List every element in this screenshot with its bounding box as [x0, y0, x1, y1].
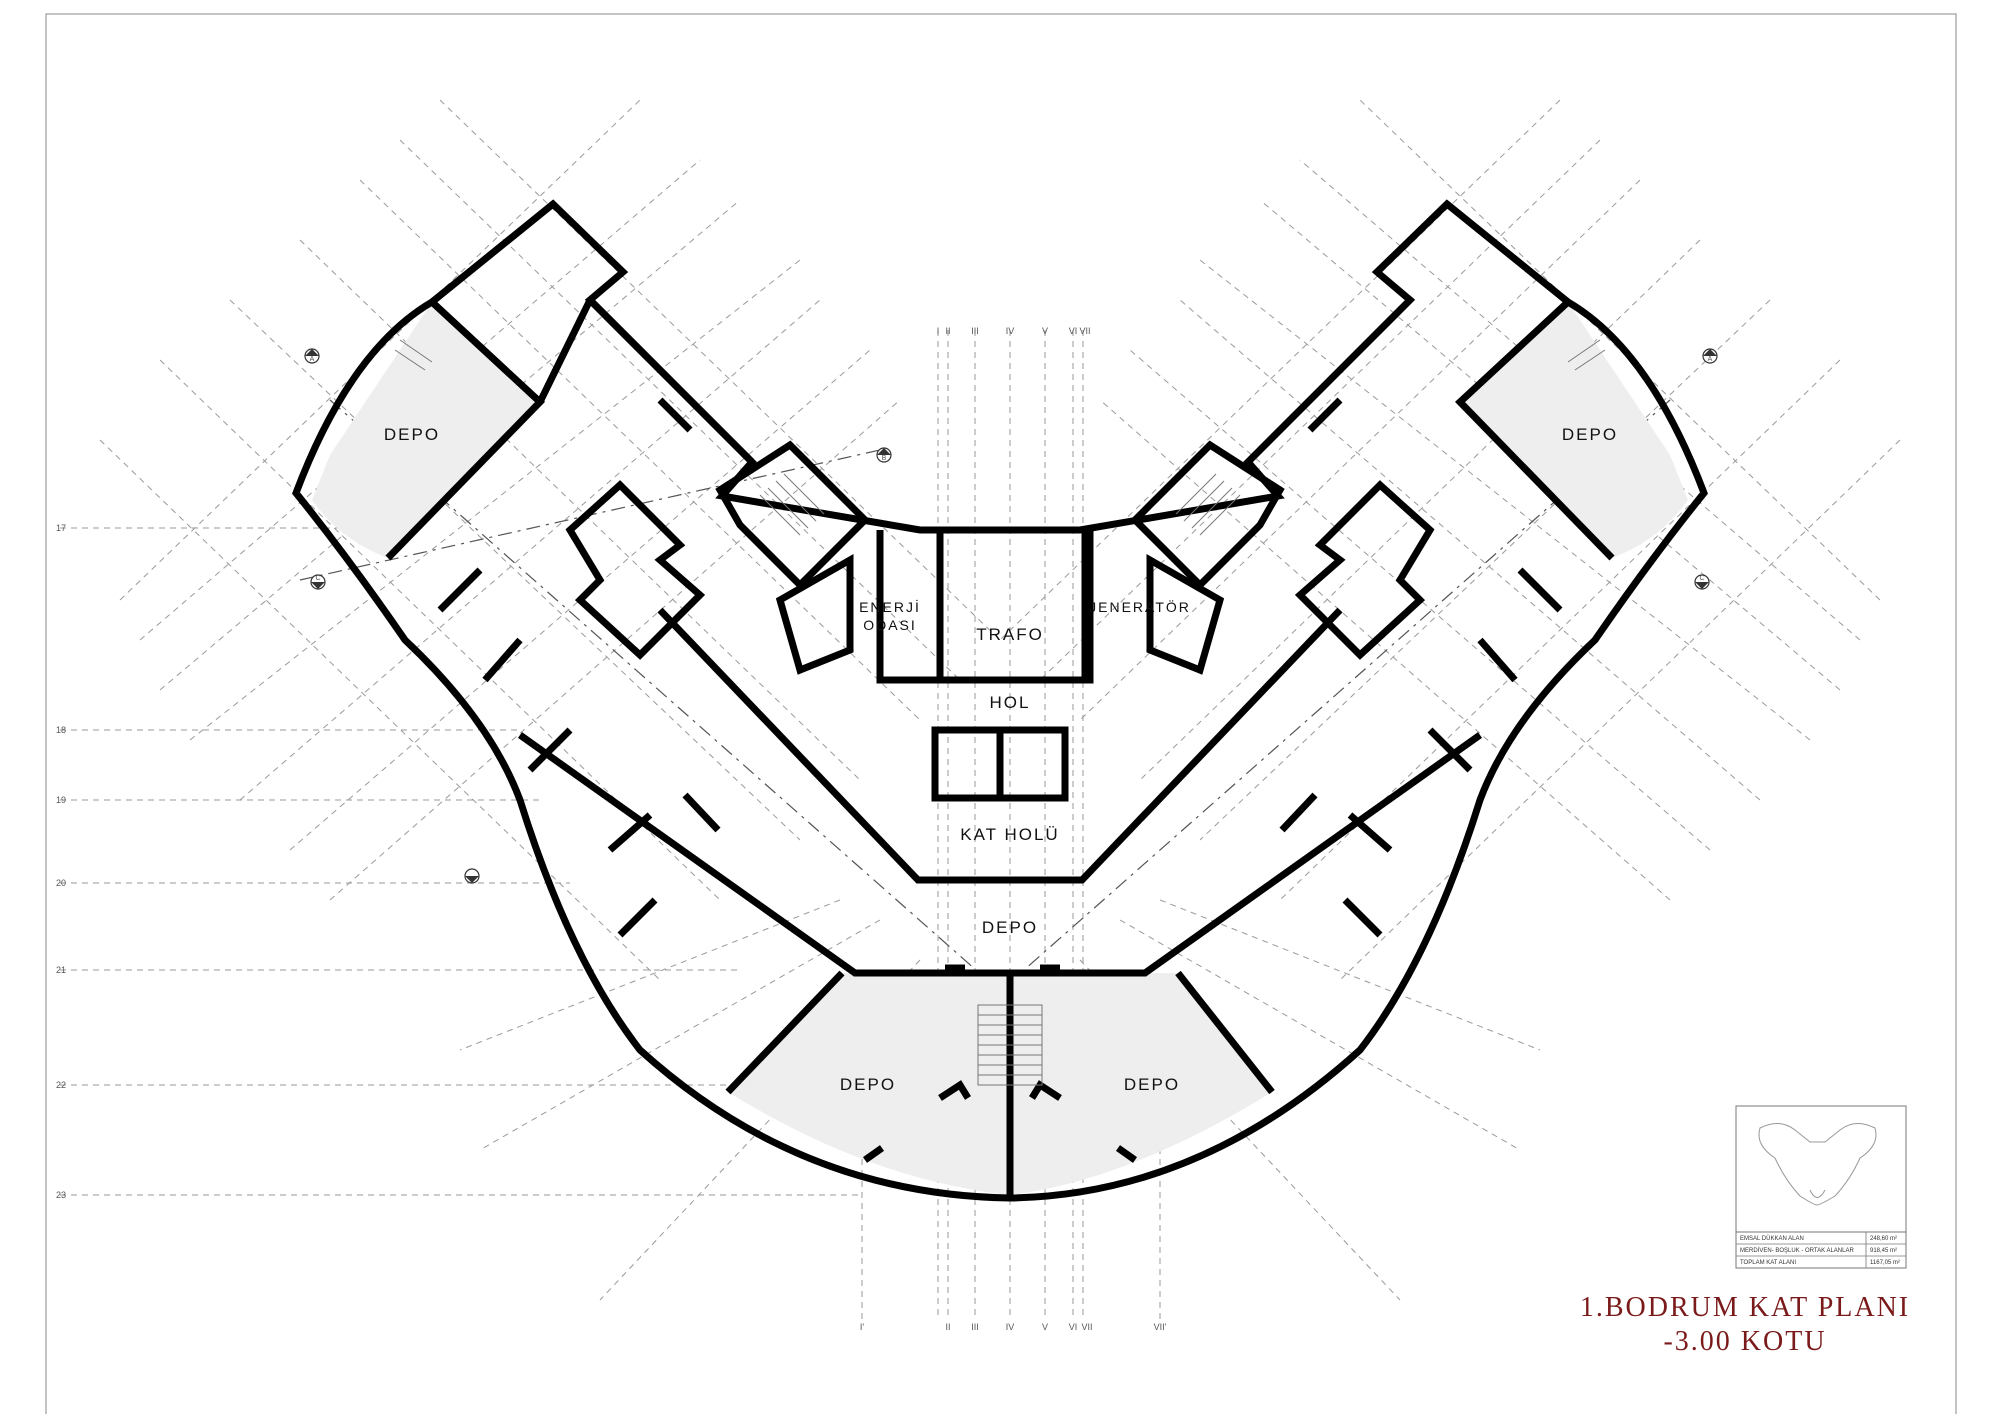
drawing-title-line1: 1.BODRUM KAT PLANI	[1580, 1292, 1910, 1323]
grid-label-bottom: VI	[1069, 1322, 1078, 1332]
room-label-kat-holu: KAT HOLÜ	[960, 825, 1059, 844]
grid-label-bottom: VII	[1081, 1322, 1092, 1332]
grid-label-top: VI	[1069, 326, 1078, 336]
area-row-label: EMSAL DÜKKAN ALAN	[1740, 1235, 1804, 1242]
grid-label-bottom: I'	[860, 1322, 865, 1332]
svg-text:A: A	[1708, 356, 1713, 363]
section-marker: A	[304, 348, 320, 364]
section-marker: C	[310, 574, 326, 590]
area-row-value: 248,60 m²	[1870, 1236, 1897, 1242]
grid-label-bottom: IV	[1006, 1322, 1015, 1332]
grid-label-top: II	[945, 326, 950, 336]
section-markers: A C B A C	[304, 348, 1718, 884]
drawing-title: 1.BODRUM KAT PLANI -3.00 KOTU	[1580, 1292, 1910, 1357]
grid-label-top: I	[937, 326, 940, 336]
area-row-value: 918,45 m²	[1870, 1248, 1897, 1254]
grid-labels-left: 17 18 19 20 21 22 23	[56, 523, 66, 1200]
grid-label-left: 19	[56, 795, 66, 805]
section-marker	[464, 868, 480, 884]
grid-labels-top: I II III IV V VI VII	[937, 326, 1091, 336]
grid-label-left: 20	[56, 878, 66, 888]
area-row-value: 1167,05 m²	[1870, 1260, 1900, 1266]
grid-label-top: VII	[1079, 326, 1090, 336]
area-row-label: MERDİVEN- BOŞLUK - ORTAK ALANLAR	[1740, 1247, 1854, 1254]
room-label-depo-right: DEPO	[1562, 425, 1618, 444]
interior-walls	[437, 297, 1563, 1198]
section-marker: C	[1694, 574, 1710, 590]
grid-label-bottom: VII'	[1154, 1322, 1167, 1332]
grid-label-top: V	[1042, 326, 1048, 336]
area-row-label: TOPLAM KAT ALANI	[1740, 1260, 1796, 1266]
svg-text:A: A	[310, 356, 315, 363]
room-label-trafo: TRAFO	[976, 625, 1044, 644]
shaded-rooms	[312, 302, 1688, 1195]
room-label-enerji-line1: ENERJİ	[859, 598, 921, 615]
svg-text:C: C	[315, 575, 320, 582]
grid-label-left: 18	[56, 725, 66, 735]
room-label-hol: HOL	[990, 693, 1031, 712]
grid-label-bottom: III	[971, 1322, 979, 1332]
grid-label-top: IV	[1006, 326, 1015, 336]
stairs	[394, 339, 1606, 1086]
key-plan-box	[1735, 1105, 1907, 1233]
grid-label-left: 22	[56, 1080, 66, 1090]
section-marker: B	[876, 447, 892, 463]
grid-label-bottom: V	[1042, 1322, 1048, 1332]
svg-text:C: C	[1699, 575, 1704, 582]
grid-label-top: III	[971, 326, 979, 336]
grid-labels-bottom: I' II III IV V VI VII VII'	[860, 1322, 1167, 1332]
section-axis-lines	[299, 399, 1671, 1001]
room-label-depo-center: DEPO	[982, 918, 1038, 937]
area-table: EMSAL DÜKKAN ALAN 248,60 m² MERDİVEN- BO…	[1735, 1231, 1907, 1269]
svg-text:B: B	[882, 455, 887, 462]
room-label-enerji-line2: ODASI	[863, 617, 917, 633]
grid-label-left: 23	[56, 1190, 66, 1200]
section-marker: A	[1702, 348, 1718, 364]
room-label-depo-bottom-left: DEPO	[840, 1075, 896, 1094]
room-labels: DEPO DEPO ENERJİ ODASI TRAFO JENERATÖR H…	[384, 425, 1618, 1094]
room-label-depo-bottom-right: DEPO	[1124, 1075, 1180, 1094]
grid-label-bottom: II	[945, 1322, 950, 1332]
drawing-title-line2: -3.00 KOTU	[1663, 1326, 1826, 1357]
grid-label-left: 21	[56, 965, 66, 975]
room-label-depo-left: DEPO	[384, 425, 440, 444]
sheet-border	[45, 13, 1957, 1417]
grid-label-left: 17	[56, 523, 66, 533]
room-label-jenerator: JENERATÖR	[1089, 598, 1191, 615]
